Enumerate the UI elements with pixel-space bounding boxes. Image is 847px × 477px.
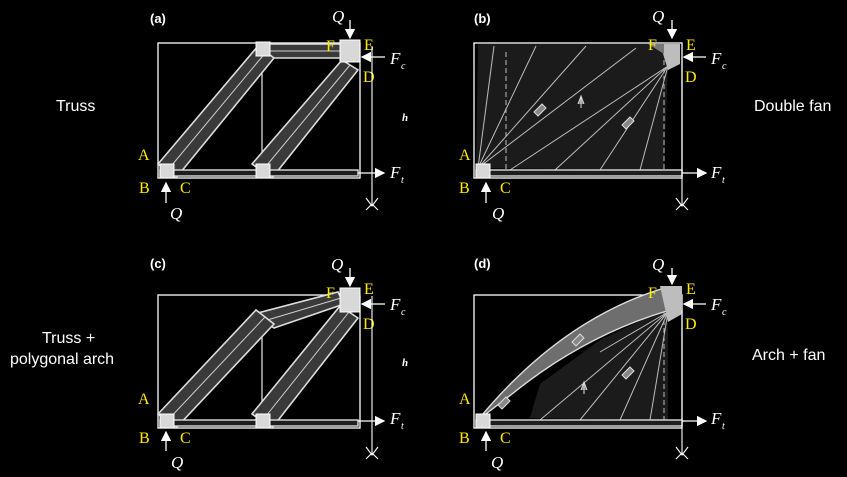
node-A-label: A — [138, 147, 150, 164]
svg-text:E: E — [364, 281, 374, 298]
double-fan-b — [476, 44, 668, 170]
svg-text:D: D — [363, 316, 375, 333]
node-B-label: B — [139, 180, 150, 197]
node-top-a — [255, 41, 271, 57]
panel-c: (c) A B C F E D Q F c F t Q h — [138, 255, 408, 472]
bottom-tie-d — [475, 419, 683, 427]
panel-a: (a) A B C F E D Q F c F t Q — [138, 7, 408, 223]
svg-text:Q: Q — [652, 255, 664, 274]
svg-text:B: B — [139, 430, 150, 447]
label-double-fan: Double fan — [754, 98, 831, 115]
node-mid-a — [255, 163, 271, 179]
svg-text:c: c — [401, 61, 406, 72]
node-E-label: E — [364, 37, 374, 54]
node-F-label: F — [326, 38, 335, 55]
svg-text:E: E — [686, 281, 696, 298]
svg-text:t: t — [722, 421, 725, 432]
strain-gauge-icons-d — [497, 333, 635, 410]
support-Q-label: Q — [170, 204, 182, 223]
strain-gauge-icons-b — [533, 94, 635, 130]
fan-rays-d — [539, 311, 669, 421]
svg-text:C: C — [180, 430, 191, 447]
node-E-a — [339, 39, 361, 63]
node-A-label-b: A — [459, 147, 471, 164]
svg-text:Q: Q — [492, 204, 504, 223]
height-h-label: h — [402, 112, 408, 124]
svg-text:F: F — [710, 49, 722, 68]
force-Fc-label: F — [389, 49, 401, 68]
svg-text:B: B — [459, 430, 470, 447]
label-truss-arch-line2: polygonal arch — [10, 351, 114, 368]
label-arch-fan: Arch + fan — [752, 347, 825, 364]
svg-text:C: C — [500, 430, 511, 447]
panel-a-label: (a) — [150, 11, 166, 26]
svg-text:F: F — [326, 285, 335, 302]
svg-text:Q: Q — [652, 7, 664, 26]
svg-text:Q: Q — [491, 453, 503, 472]
svg-text:t: t — [401, 421, 404, 432]
panel-b-label: (b) — [474, 11, 491, 26]
svg-text:c: c — [722, 61, 727, 72]
panel-b: (b) A B C F E D Q F c F t — [459, 7, 727, 223]
node-E-c — [339, 287, 361, 313]
svg-text:F: F — [389, 295, 401, 314]
svg-text:F: F — [648, 285, 657, 302]
svg-text:A: A — [459, 391, 471, 408]
svg-text:F: F — [710, 163, 722, 182]
panel-d: (d) A B C F E D Q F c F t Q — [459, 255, 727, 472]
svg-text:t: t — [722, 175, 725, 186]
label-truss: Truss — [56, 98, 95, 115]
svg-text:Q: Q — [171, 453, 183, 472]
svg-text:A: A — [138, 391, 150, 408]
node-E-d — [660, 286, 682, 322]
node-D-label-b: D — [685, 69, 697, 86]
fan-rays-b — [477, 45, 669, 171]
svg-text:h: h — [402, 357, 408, 369]
dim-end-icon — [365, 197, 379, 211]
node-D-label: D — [363, 69, 375, 86]
node-A-a — [159, 163, 175, 179]
node-B-label-b: B — [459, 180, 470, 197]
svg-text:t: t — [401, 175, 404, 186]
label-truss-arch-line1: Truss + — [42, 330, 95, 347]
load-Q-top-label: Q — [332, 7, 344, 26]
svg-text:c: c — [401, 307, 406, 318]
svg-text:F: F — [710, 295, 722, 314]
panel-c-label: (c) — [150, 256, 166, 271]
node-F-label-b: F — [648, 37, 657, 54]
svg-text:D: D — [685, 316, 697, 333]
svg-text:F: F — [710, 409, 722, 428]
fan-d — [530, 308, 668, 420]
node-E-b — [660, 44, 680, 70]
panel-d-label: (d) — [474, 256, 491, 271]
node-C-label: C — [180, 180, 191, 197]
svg-text:F: F — [389, 409, 401, 428]
svg-text:Q: Q — [331, 255, 343, 274]
node-E-label-b: E — [686, 37, 696, 54]
bottom-tie-b — [475, 169, 683, 177]
force-Ft-label: F — [389, 163, 401, 182]
node-A-b — [475, 163, 491, 179]
node-C-label-b: C — [500, 180, 511, 197]
svg-text:c: c — [722, 307, 727, 318]
